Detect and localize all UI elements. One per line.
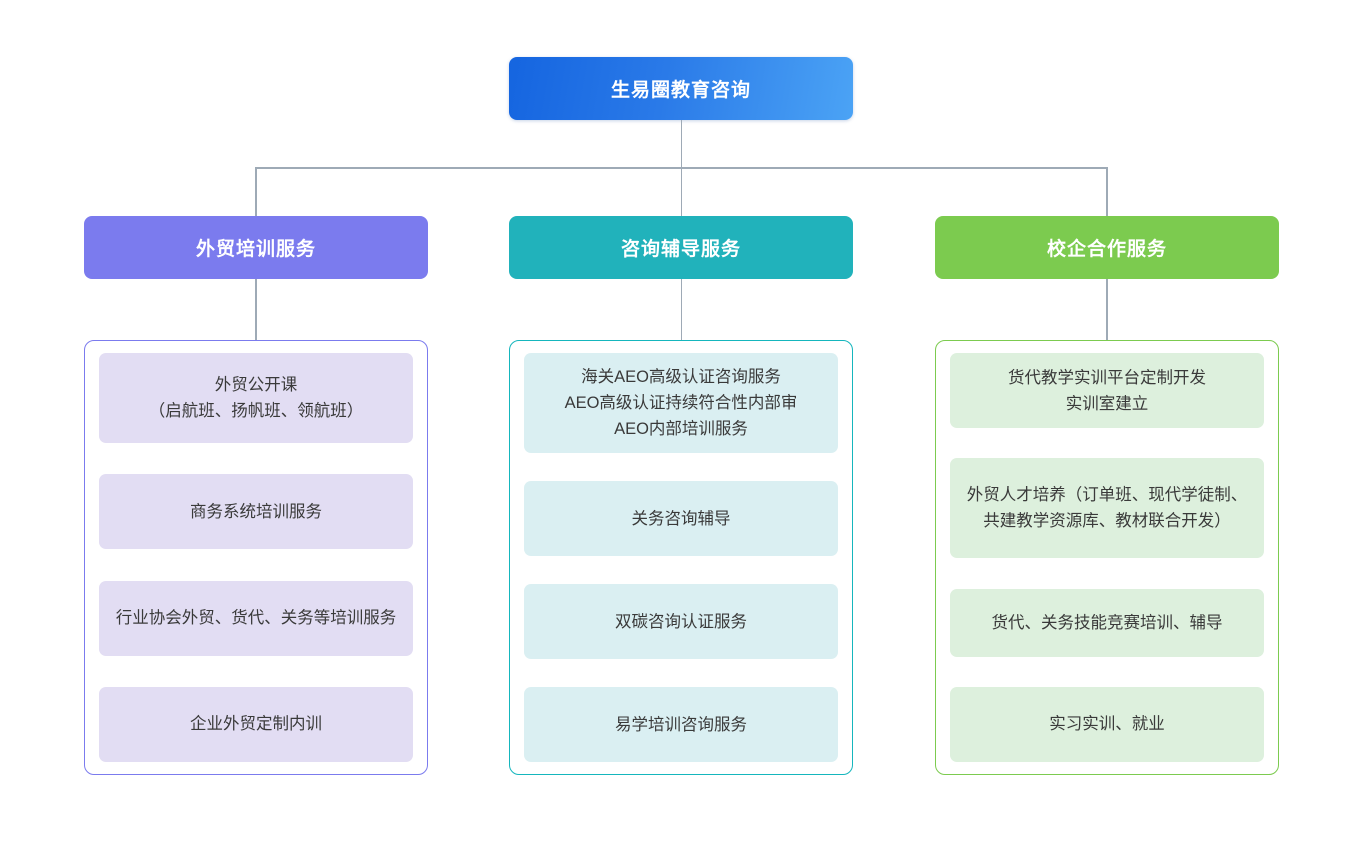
list-item[interactable]: 实习实训、就业 xyxy=(950,686,1264,762)
list-item[interactable]: 易学培训咨询服务 xyxy=(524,687,838,762)
branch-body-consulting-tutoring: 海关AEO高级认证咨询服务 AEO高级认证持续符合性内部审 AEO内部培训服务 … xyxy=(509,340,853,775)
connector-branch-2-to-body xyxy=(680,279,682,340)
connector-root-stem xyxy=(680,120,682,168)
connector-drop-branch-3 xyxy=(1106,167,1108,217)
list-item[interactable]: 企业外贸定制内训 xyxy=(99,686,413,762)
branch-body-foreign-trade-training: 外贸公开课 （启航班、扬帆班、领航班） 商务系统培训服务 行业协会外贸、货代、关… xyxy=(84,340,428,775)
connector-branch-1-to-body xyxy=(255,279,257,340)
connector-drop-branch-2 xyxy=(680,167,682,217)
branch-column-consulting-tutoring: 咨询辅导服务 海关AEO高级认证咨询服务 AEO高级认证持续符合性内部审 AEO… xyxy=(509,216,853,775)
branch-header-foreign-trade-training[interactable]: 外贸培训服务 xyxy=(84,216,428,279)
connector-branch-3-to-body xyxy=(1106,279,1108,340)
branch-header-school-enterprise-cooperation[interactable]: 校企合作服务 xyxy=(935,216,1279,279)
root-node-company[interactable]: 生易圈教育咨询 xyxy=(509,57,853,120)
list-item[interactable]: 商务系统培训服务 xyxy=(99,474,413,550)
list-item[interactable]: 海关AEO高级认证咨询服务 AEO高级认证持续符合性内部审 AEO内部培训服务 xyxy=(524,353,838,453)
branch-header-consulting-tutoring[interactable]: 咨询辅导服务 xyxy=(509,216,853,279)
branch-body-school-enterprise-cooperation: 货代教学实训平台定制开发 实训室建立 外贸人才培养（订单班、现代学徒制、共建教学… xyxy=(935,340,1279,775)
connector-drop-branch-1 xyxy=(255,167,257,217)
list-item[interactable]: 外贸人才培养（订单班、现代学徒制、共建教学资源库、教材联合开发） xyxy=(950,458,1264,559)
list-item[interactable]: 关务咨询辅导 xyxy=(524,481,838,556)
list-item[interactable]: 外贸公开课 （启航班、扬帆班、领航班） xyxy=(99,353,413,443)
list-item[interactable]: 货代教学实训平台定制开发 实训室建立 xyxy=(950,353,1264,428)
list-item[interactable]: 行业协会外贸、货代、关务等培训服务 xyxy=(99,580,413,656)
branch-column-school-enterprise-cooperation: 校企合作服务 货代教学实训平台定制开发 实训室建立 外贸人才培养（订单班、现代学… xyxy=(935,216,1279,775)
list-item[interactable]: 货代、关务技能竞赛培训、辅导 xyxy=(950,588,1264,657)
list-item[interactable]: 双碳咨询认证服务 xyxy=(524,584,838,659)
branch-column-foreign-trade-training: 外贸培训服务 外贸公开课 （启航班、扬帆班、领航班） 商务系统培训服务 行业协会… xyxy=(84,216,428,775)
